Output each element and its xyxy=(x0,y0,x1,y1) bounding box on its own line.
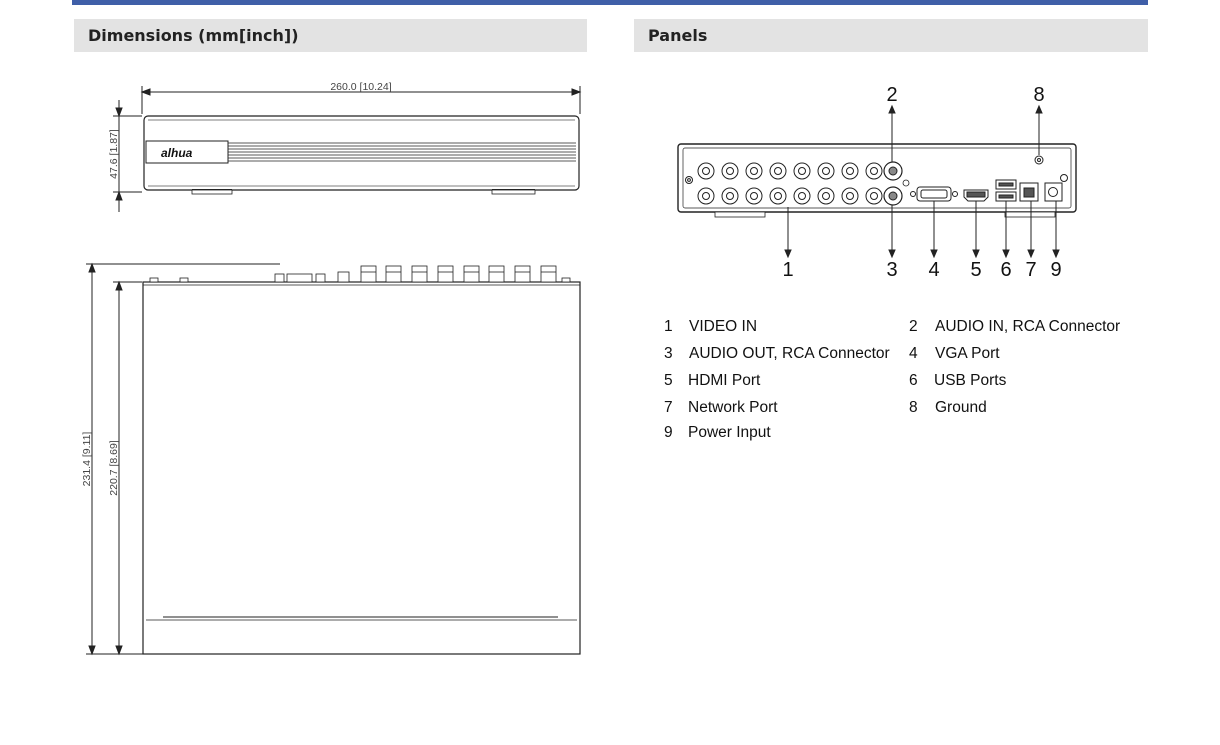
legend-label: HDMI Port xyxy=(688,372,761,389)
legend-number: 6 xyxy=(909,372,918,389)
height-dimension-label: 47.6 [1.87] xyxy=(108,129,120,179)
brand-logo: alhua xyxy=(161,146,193,160)
callout-4: 4 xyxy=(928,259,939,281)
legend-label: Network Port xyxy=(688,399,778,416)
legend-number: 2 xyxy=(909,318,918,335)
audio-rca-connectors xyxy=(883,161,910,206)
legend-number: 5 xyxy=(664,372,673,389)
legend-label: AUDIO IN, RCA Connector xyxy=(935,318,1121,335)
dimensions-section-header: Dimensions (mm[inch]) xyxy=(74,19,587,52)
legend-number: 3 xyxy=(664,345,673,362)
legend-label: VGA Port xyxy=(935,345,1000,362)
legend-number: 1 xyxy=(664,318,673,335)
legend-number: 9 xyxy=(664,424,673,441)
outer-depth-label: 231.4 [9.11] xyxy=(81,432,93,487)
legend-label: Ground xyxy=(935,399,987,416)
callout-5: 5 xyxy=(970,259,981,281)
legend-label: USB Ports xyxy=(934,372,1007,389)
panels-section-header: Panels xyxy=(634,19,1148,52)
callout-8: 8 xyxy=(1033,84,1044,106)
inner-depth-label: 220.7 [8.69] xyxy=(108,440,120,496)
callout-2: 2 xyxy=(886,84,897,106)
legend-label: AUDIO OUT, RCA Connector xyxy=(689,345,890,362)
legend-number: 8 xyxy=(909,399,918,416)
hdmi-port xyxy=(963,189,989,202)
callout-9: 9 xyxy=(1050,259,1061,281)
callout-3: 3 xyxy=(886,259,897,281)
callout-6: 6 xyxy=(1000,259,1011,281)
vga-port xyxy=(910,186,958,202)
legend-label: Power Input xyxy=(688,424,771,441)
video-in-bnc-connectors xyxy=(685,162,883,205)
width-dimension-label: 260.0 [10.24] xyxy=(330,81,391,93)
front-view: alhua xyxy=(143,115,580,195)
top-view xyxy=(142,265,581,655)
power-input xyxy=(1044,182,1063,202)
ground-terminal xyxy=(1034,155,1068,182)
legend-number: 7 xyxy=(664,399,673,416)
legend-label: VIDEO IN xyxy=(689,318,758,335)
top-accent-bar xyxy=(72,0,1148,5)
legend-number: 4 xyxy=(909,345,918,362)
network-port xyxy=(1019,182,1039,202)
callout-7: 7 xyxy=(1025,259,1036,281)
callout-1: 1 xyxy=(782,259,793,281)
